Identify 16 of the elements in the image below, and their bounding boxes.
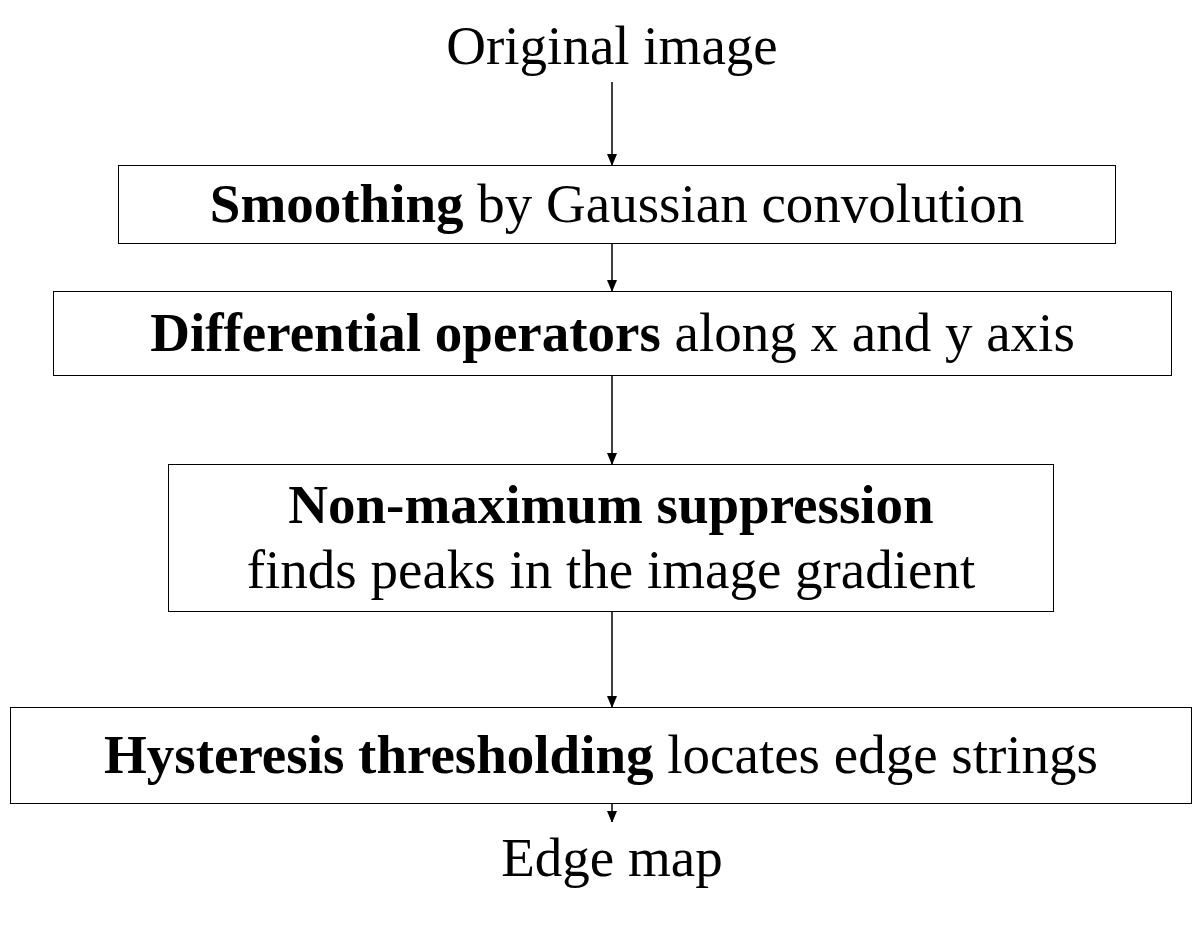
process-box bbox=[168, 464, 1054, 612]
arrow bbox=[607, 611, 617, 708]
box-text: Hysteresis thresholding locates edge strings bbox=[104, 723, 1098, 788]
terminal-label: Original image bbox=[446, 13, 778, 78]
arrow bbox=[607, 375, 617, 465]
process-box bbox=[53, 291, 1172, 376]
process-box bbox=[10, 707, 1192, 804]
box-text: Non-maximum suppression bbox=[288, 473, 934, 538]
box-text: Smoothing by Gaussian convolution bbox=[209, 172, 1025, 237]
arrow bbox=[607, 803, 617, 823]
process-box bbox=[118, 165, 1116, 244]
box-text: finds peaks in the image gradient bbox=[246, 538, 976, 602]
box-text: Differential operators along x and y axis bbox=[150, 301, 1075, 366]
arrow bbox=[607, 243, 617, 292]
terminal-label: Edge map bbox=[501, 825, 723, 890]
arrow bbox=[607, 81, 617, 166]
